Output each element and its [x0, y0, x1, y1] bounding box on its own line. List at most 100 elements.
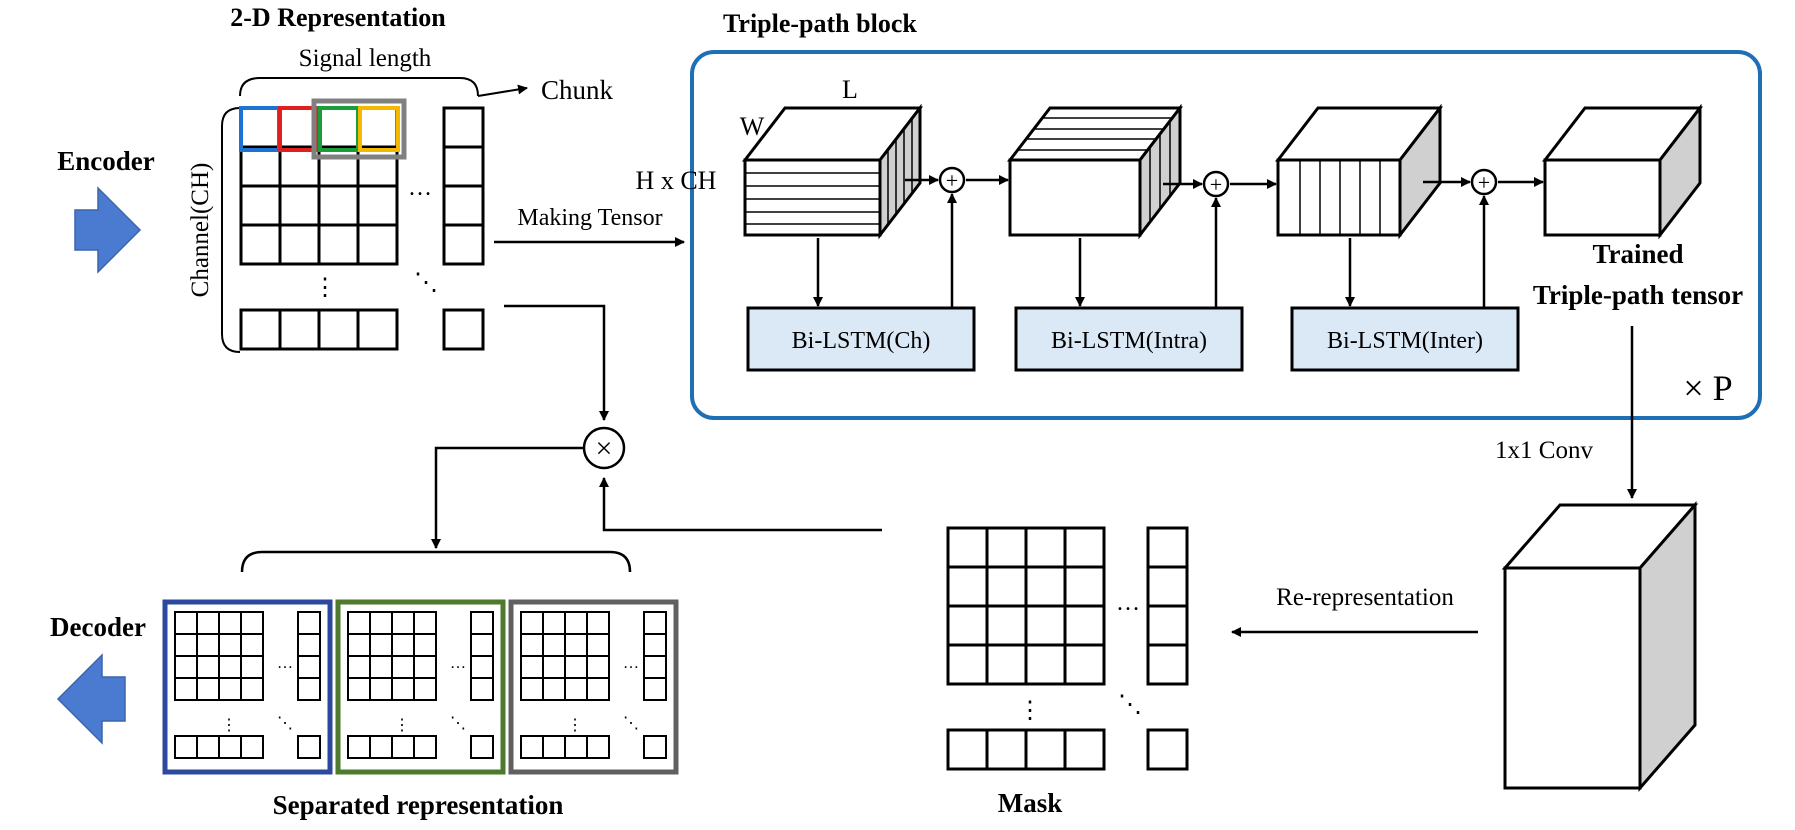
- dim-w-label: W: [740, 112, 765, 141]
- sep2-row-cell: [347, 735, 371, 759]
- rep-cell: [317, 145, 360, 188]
- sep2-col-cell: [470, 611, 494, 635]
- making-tensor-label: Making Tensor: [517, 205, 662, 231]
- lstm-inter-label: Bi-LSTM(Inter): [1327, 328, 1483, 354]
- sep1-cell: [218, 611, 242, 635]
- sep2-cell: [347, 677, 371, 701]
- sep1-cell: [196, 611, 220, 635]
- sep3-col-cell: [643, 633, 667, 657]
- sep2-cell: [369, 655, 393, 679]
- decoder-arrow-icon: [56, 653, 126, 745]
- mask-cell: [1024, 565, 1067, 608]
- channel-brace: [221, 107, 241, 353]
- sep1-corner-cell: [297, 735, 321, 759]
- lstm-arrows: [813, 193, 1489, 308]
- sep3-cell: [520, 655, 544, 679]
- sep2-cell: [391, 655, 415, 679]
- multiply-node: ×: [582, 426, 626, 470]
- tensor-cube-2: [1006, 103, 1184, 240]
- triple-path-block: [690, 50, 1762, 420]
- sep2-cell: [369, 677, 393, 701]
- separated-dots-v: ⋮: [567, 717, 583, 734]
- rep-row-cell: [317, 308, 360, 351]
- mask-cell: [1063, 604, 1106, 647]
- mask-col-cell: [1146, 526, 1189, 569]
- separated-dots-d: ⋱: [277, 715, 293, 732]
- separated-dots-v: ⋮: [394, 717, 410, 734]
- encoder-arrow-icon: [74, 186, 142, 274]
- separated-grid-2: [347, 611, 494, 759]
- mask-row-cell: [985, 728, 1028, 771]
- mask-cell: [946, 604, 989, 647]
- mask-cell: [946, 565, 989, 608]
- mask-cell: [985, 526, 1028, 569]
- rep-cell: [356, 106, 399, 149]
- dim-l-label: L: [842, 75, 858, 104]
- sep3-cell: [542, 677, 566, 701]
- chunk-frame-yellow: [358, 106, 400, 152]
- mask-to-multiply: [599, 477, 882, 532]
- sep3-cell: [564, 611, 588, 635]
- sep1-cell: [196, 633, 220, 657]
- plus-node-2: +: [1202, 170, 1230, 198]
- sep1-cell: [196, 677, 220, 701]
- sep3-col-cell: [643, 677, 667, 701]
- sep2-cell: [347, 655, 371, 679]
- mask-col-cell: [1146, 604, 1189, 647]
- sep2-col-cell: [470, 677, 494, 701]
- sep2-cell: [413, 655, 437, 679]
- chunk-frame-gray: [311, 98, 407, 160]
- sep3-cell: [564, 633, 588, 657]
- sep2-cell: [347, 633, 371, 657]
- sep1-cell: [174, 655, 198, 679]
- chunk-pointer: [477, 84, 528, 97]
- sep3-row-cell: [520, 735, 544, 759]
- sep3-cell: [564, 677, 588, 701]
- separated-grid-1: [174, 611, 321, 759]
- lstm-inter-box: [1290, 306, 1520, 372]
- encoder-label: Encoder: [57, 146, 155, 176]
- output-cube: [1501, 501, 1699, 792]
- rep-row-cell: [239, 308, 282, 351]
- signal-length-brace: [239, 77, 479, 97]
- sep1-cell: [196, 655, 220, 679]
- conv-label: 1x1 Conv: [1495, 437, 1593, 464]
- trained-tensor-cube: [1541, 103, 1704, 240]
- rep-cell: [239, 145, 282, 188]
- mask-dots-h: …: [1116, 590, 1140, 616]
- channel-label: Channel(CH): [187, 163, 214, 298]
- mask-cell: [985, 643, 1028, 686]
- rep-col-cell: [442, 184, 485, 227]
- sep1-row-cell: [218, 735, 242, 759]
- mask-grid: [946, 526, 1189, 771]
- sep3-cell: [542, 633, 566, 657]
- mask-cell: [946, 526, 989, 569]
- sep3-col-cell: [643, 655, 667, 679]
- rep-cell: [239, 184, 282, 227]
- mask-cell: [1063, 643, 1106, 686]
- separated-dots-d: ⋱: [450, 715, 466, 732]
- sep2-cell: [413, 611, 437, 635]
- sep3-cell: [520, 677, 544, 701]
- mask-dots-d: ⋱: [1118, 692, 1142, 718]
- rerep-label: Re-representation: [1276, 584, 1454, 611]
- rep-col-cell: [442, 145, 485, 188]
- sep3-corner-cell: [643, 735, 667, 759]
- svg-text:+: +: [1478, 170, 1490, 195]
- sep1-cell: [240, 655, 264, 679]
- mask-dots-v: ⋮: [1018, 698, 1042, 724]
- mask-cell: [985, 565, 1028, 608]
- rep-cell: [278, 223, 321, 266]
- svg-text:+: +: [1210, 172, 1222, 197]
- sep1-row-cell: [174, 735, 198, 759]
- block-connectors: [905, 175, 1544, 189]
- sep1-cell: [240, 611, 264, 635]
- lstm-intra-box: [1014, 306, 1244, 372]
- sep2-cell: [391, 633, 415, 657]
- rep-cell: [317, 223, 360, 266]
- rep-to-multiply: [504, 304, 609, 421]
- sep1-col-cell: [297, 633, 321, 657]
- rep-cell: [278, 184, 321, 227]
- tensor-cube-1: [741, 103, 924, 240]
- mask-cell: [1063, 526, 1106, 569]
